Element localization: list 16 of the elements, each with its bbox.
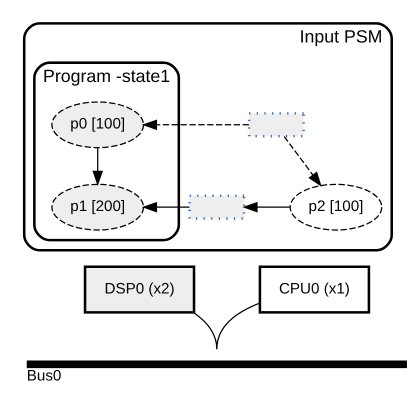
node-label: Bus0: [26, 367, 61, 384]
node-box: [188, 194, 245, 220]
arrow: [141, 202, 189, 212]
arrow: [242, 202, 290, 212]
arrow: [92, 148, 103, 186]
node-box: [247, 112, 304, 138]
node-ellipse: p0 [100]: [50, 101, 144, 148]
connector: [192, 312, 217, 350]
node-box: DSP0 (x2): [83, 265, 195, 314]
node-ellipse: p1 [200]: [50, 184, 144, 231]
node-box: CPU0 (x1): [258, 265, 370, 314]
connector: [216, 302, 260, 350]
arrow: [141, 119, 248, 130]
node-box: [26, 360, 406, 368]
node-ellipse: p2 [100]: [289, 184, 382, 231]
arrow: [283, 136, 322, 187]
